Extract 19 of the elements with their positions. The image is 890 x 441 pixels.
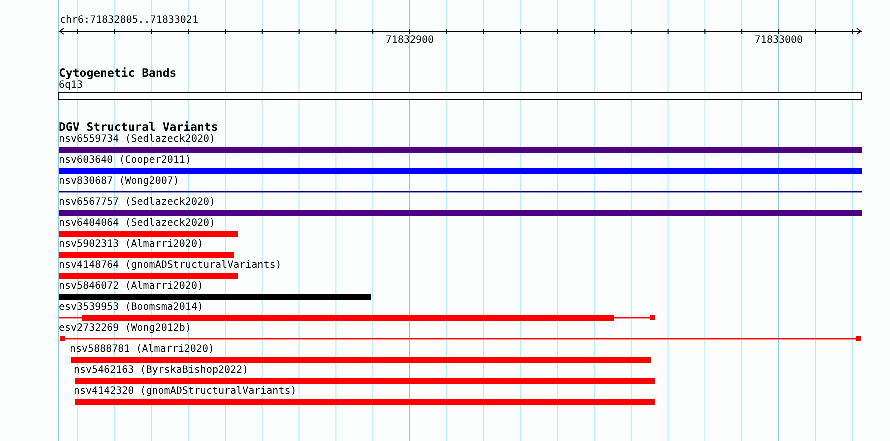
variant-label: nsv6559734 (Sedlazeck2020)	[59, 134, 216, 146]
coordinate-range: chr6:71832805..71833021	[60, 15, 198, 27]
track-heading: Cytogenetic Bands	[59, 67, 177, 79]
tick-label: 71833000	[754, 35, 804, 47]
tick-label: 71832900	[386, 35, 434, 47]
variant-label: nsv830687 (Wong2007)	[59, 176, 180, 188]
variant-label: nsv6404064 (Sedlazeck2020)	[59, 218, 216, 230]
band-label: 6q13	[59, 80, 84, 92]
variant-label: nsv5846072 (Almarri2020)	[59, 281, 204, 293]
variant-label: nsv603640 (Cooper2011)	[59, 155, 192, 167]
variant-label: nsv5888781 (Almarri2020)	[70, 344, 214, 356]
variant-label: esv3539953 (Boomsma2014)	[59, 302, 204, 314]
variant-label: nsv5902313 (Almarri2020)	[59, 239, 204, 251]
variant-label: esv2732269 (Wong2012b)	[59, 323, 192, 335]
track-heading: DGV Structural Variants	[59, 121, 218, 133]
variant-label: nsv4148764 (gnomADStructuralVariants)	[59, 260, 282, 272]
variant-label: nsv6567757 (Sedlazeck2020)	[59, 197, 216, 209]
variant-label: nsv4142320 (gnomADStructuralVariants)	[74, 386, 297, 398]
variant-label: nsv5462163 (ByrskaBishop2022)	[74, 365, 249, 377]
